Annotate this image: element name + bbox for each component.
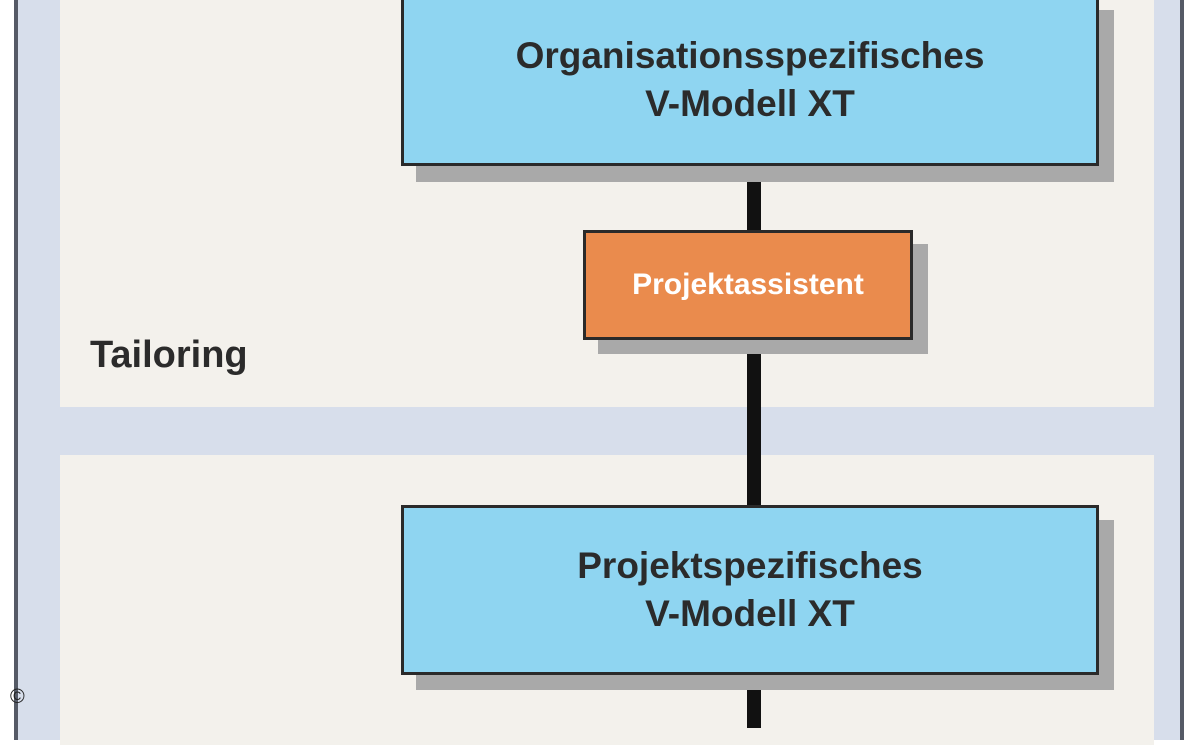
tailoring-label: Tailoring: [90, 334, 248, 376]
connector-line-middle: [747, 336, 761, 510]
organization-model-label: Organisationsspezifisches V-Modell XT: [515, 34, 985, 124]
project-assistant-label: Projektassistent: [632, 268, 864, 301]
project-model-box: Projektspezifisches V-Modell XT: [401, 505, 1099, 675]
organization-model-box: Organisationsspezifisches V-Modell XT: [401, 0, 1099, 166]
project-model-label: Projektspezifisches V-Modell XT: [577, 544, 923, 634]
copyright-mark: ©: [10, 686, 25, 708]
project-assistant-box: Projektassistent: [583, 230, 913, 340]
